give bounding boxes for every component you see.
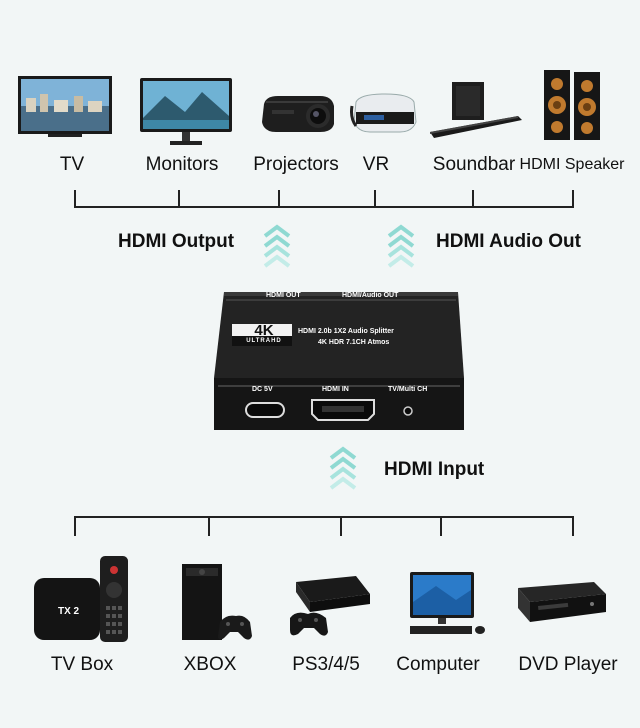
input-label-computer: Computer (396, 654, 480, 675)
output-label-hdmi-speaker: HDMI Speaker (519, 156, 625, 173)
output-connector (572, 190, 574, 208)
output-connector (178, 190, 180, 208)
speaker-icon (544, 70, 602, 142)
heading-hdmi-output: HDMI Output (118, 231, 235, 252)
playstation-icon (286, 574, 372, 640)
port-label-dc: DC 5V (252, 386, 273, 393)
output-bracket-line (74, 206, 574, 208)
input-bracket-line (74, 516, 574, 518)
input-label-ps: PS3/4/5 (292, 654, 360, 675)
input-connector (440, 516, 442, 536)
output-connector (278, 190, 280, 208)
spec-line: 4K HDR 7.1CH Atmos (318, 339, 390, 346)
output-label-soundbar: Soundbar (432, 154, 516, 175)
port-label-tv-multi-ch: TV/Multi CH (388, 386, 428, 393)
output-connector (472, 190, 474, 208)
dvd-player-icon (512, 580, 608, 630)
port-label-hdmi-out: HDMI OUT (266, 292, 301, 299)
tv-box-icon (34, 556, 134, 646)
output-connector (374, 190, 376, 208)
xbox-icon (180, 564, 254, 644)
hdmi-splitter-device (212, 288, 466, 434)
brand-line: HDMI 2.0b 1X2 Audio Splitter (298, 328, 394, 335)
up-arrow-icon (262, 224, 292, 268)
tv-icon (18, 76, 112, 142)
vr-headset-icon (350, 92, 420, 136)
input-connector (208, 516, 210, 536)
badge-ultrahd: ULTRAHD (246, 338, 282, 344)
heading-hdmi-input: HDMI Input (384, 459, 485, 480)
port-label-hdmi-audio-out: HDMI/Audio OUT (342, 292, 399, 299)
input-label-xbox: XBOX (183, 654, 237, 675)
input-label-dvd-player: DVD Player (518, 654, 618, 675)
computer-icon (406, 572, 488, 638)
input-label-tv-box: TV Box (50, 654, 114, 675)
monitor-icon (140, 78, 232, 146)
input-connector (340, 516, 342, 536)
heading-hdmi-audio-out: HDMI Audio Out (436, 231, 581, 252)
soundbar-icon (428, 80, 524, 142)
port-label-hdmi-in: HDMI IN (322, 386, 349, 393)
badge-4k: 4K (254, 322, 274, 339)
input-connector (572, 516, 574, 536)
projector-icon (258, 92, 338, 136)
input-connector (74, 516, 76, 536)
output-label-tv: TV (59, 154, 85, 175)
up-arrow-icon (386, 224, 416, 268)
output-label-projectors: Projectors (253, 154, 339, 175)
output-label-vr: VR (362, 154, 390, 175)
up-arrow-icon (328, 446, 358, 490)
tv-box-brand: TX 2 (58, 606, 80, 617)
output-connector (74, 190, 76, 208)
output-label-monitors: Monitors (145, 154, 219, 175)
